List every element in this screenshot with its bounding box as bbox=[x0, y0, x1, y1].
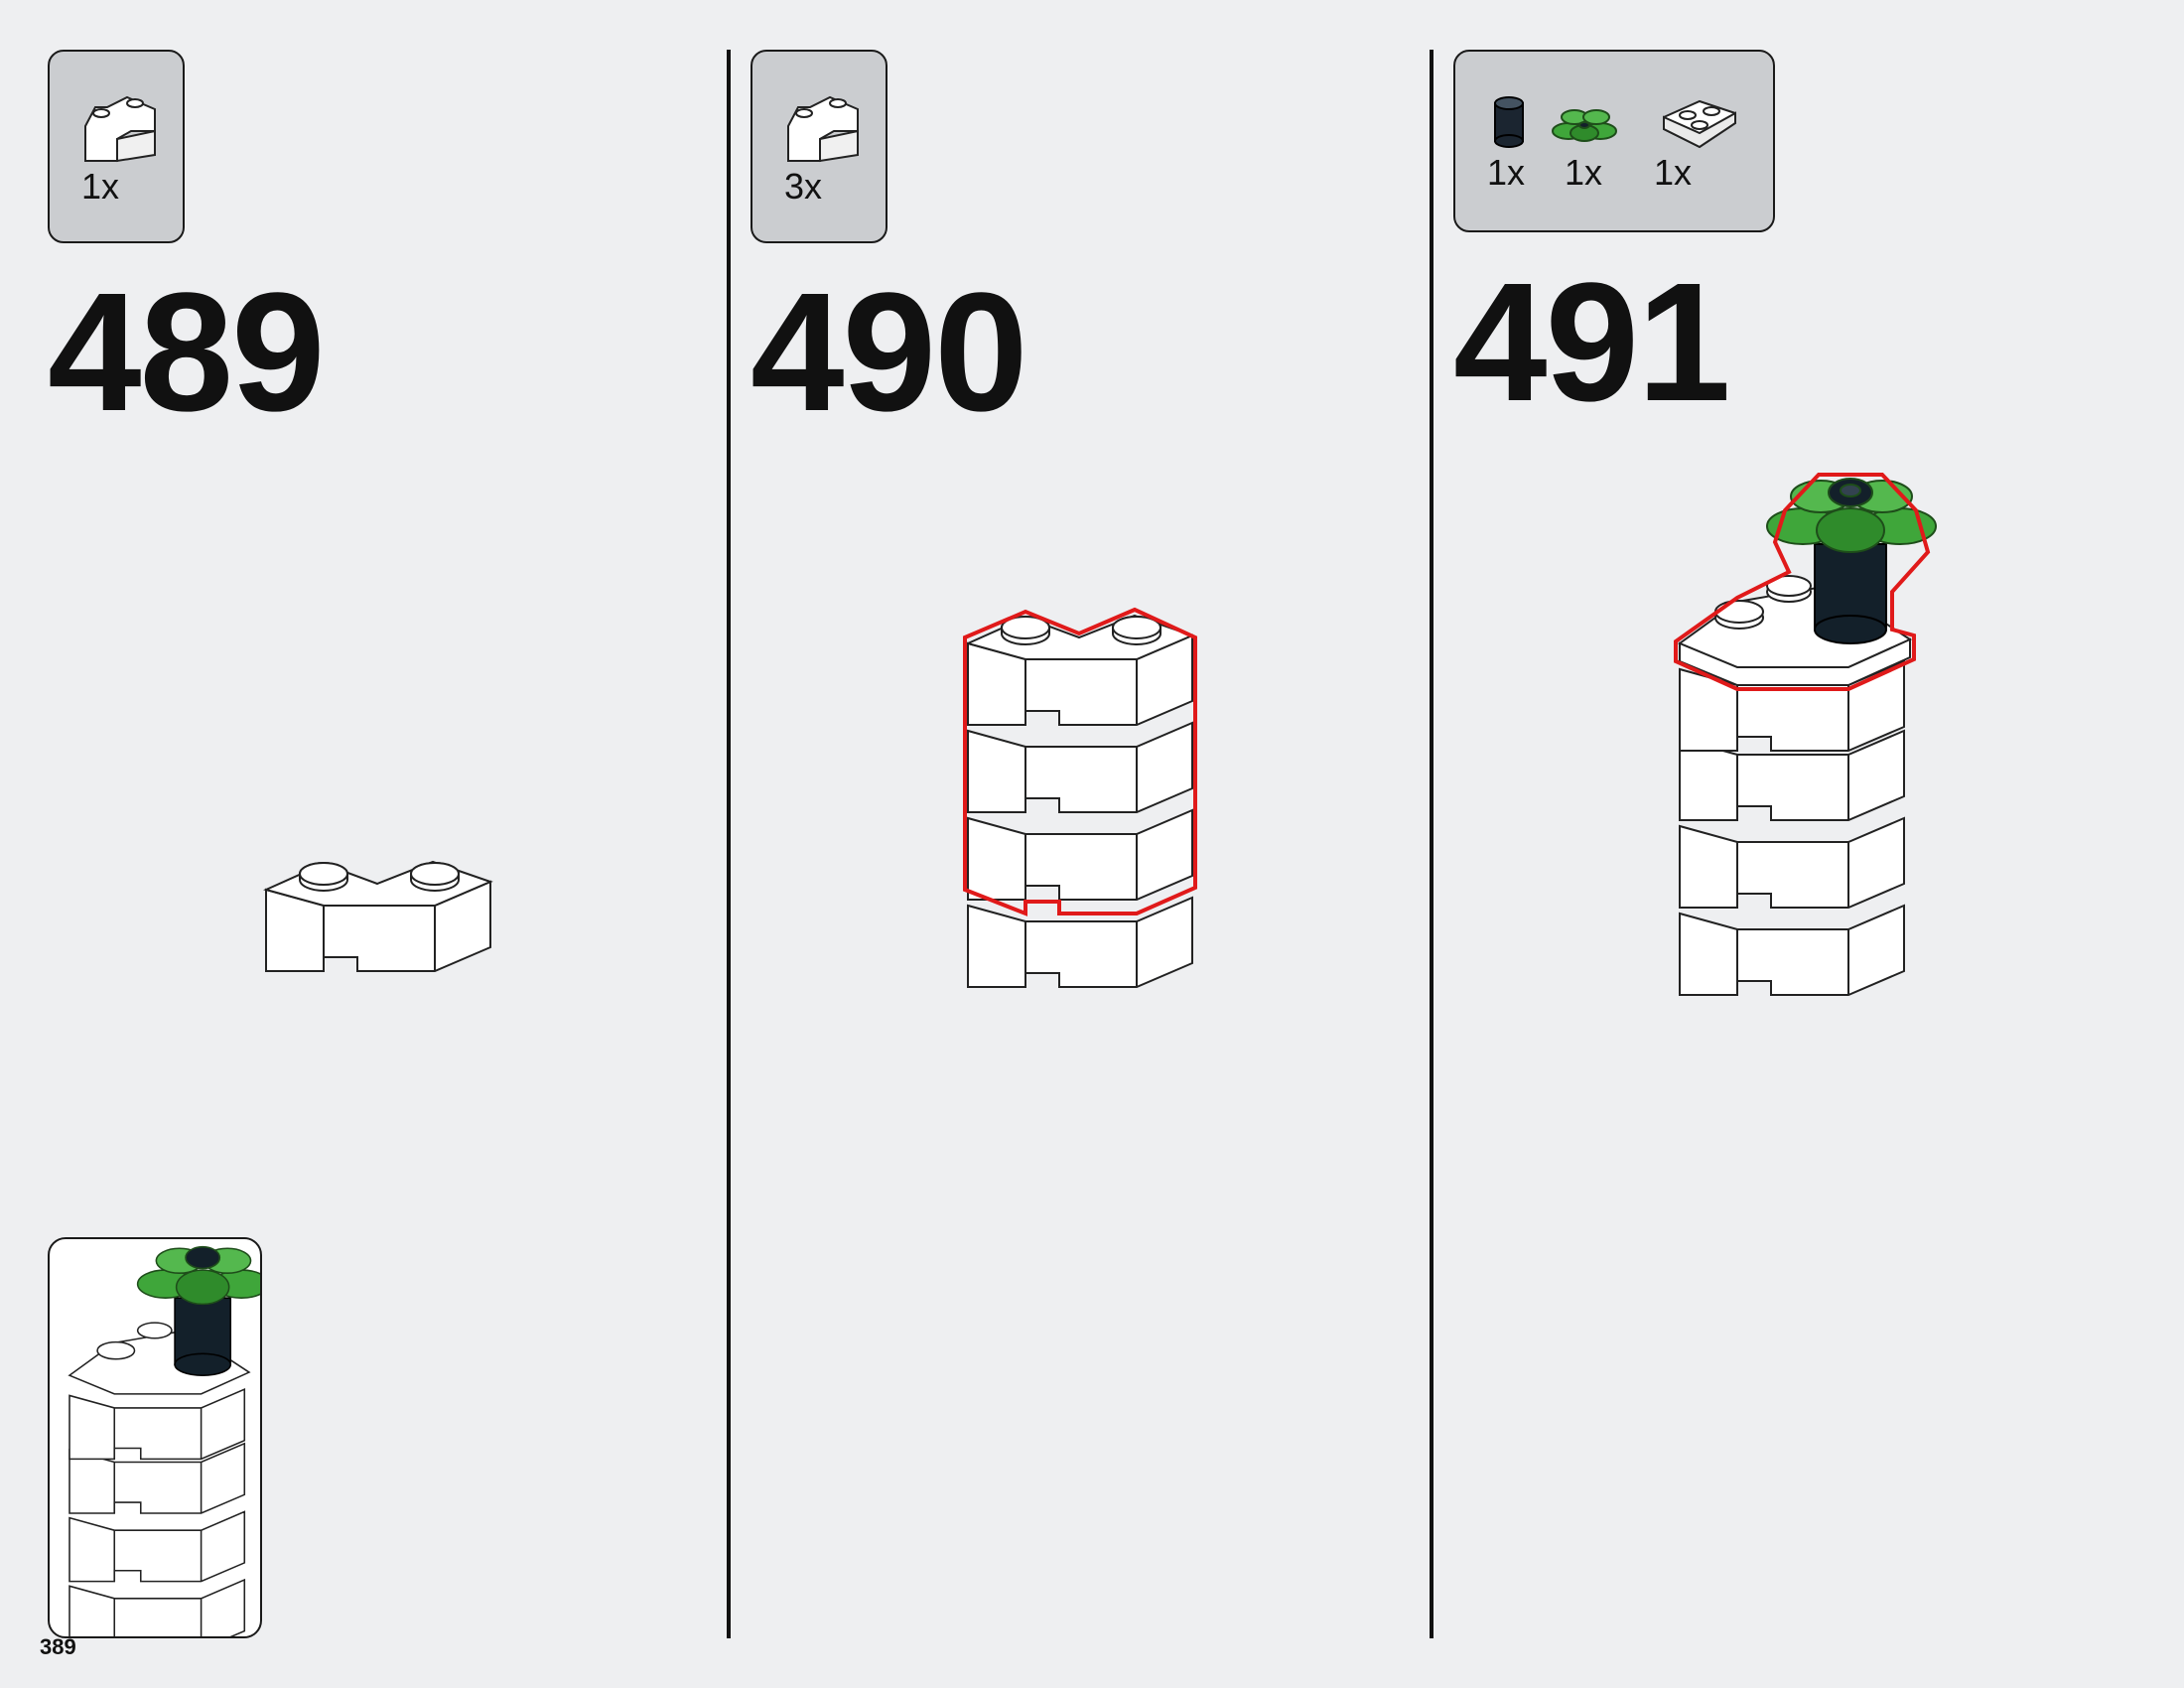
wedge-plate-icon bbox=[1663, 99, 1736, 149]
step-490-model bbox=[963, 607, 1197, 988]
new-parts-highlight bbox=[1674, 473, 1931, 691]
parts-callout-490: 3x bbox=[751, 50, 887, 243]
corner-brick-icon bbox=[787, 95, 859, 163]
completed-tower-icon bbox=[68, 1245, 260, 1636]
round-brick-icon bbox=[1494, 96, 1524, 148]
new-parts-highlight bbox=[963, 607, 1197, 916]
plant-leaves-icon bbox=[1552, 109, 1617, 142]
column-divider bbox=[1430, 50, 1433, 1638]
step-491-model bbox=[1674, 473, 1937, 996]
part-qty: 1x bbox=[1487, 152, 1526, 193]
subassembly-preview bbox=[48, 1237, 262, 1638]
page-number: 389 bbox=[40, 1634, 76, 1659]
step-number-489: 489 bbox=[48, 258, 326, 447]
part-qty: 1x bbox=[1654, 152, 1693, 193]
column-divider bbox=[727, 50, 731, 1638]
part-qty: 1x bbox=[1565, 152, 1603, 193]
plant-leaves bbox=[1766, 478, 1937, 553]
corner-brick-icon bbox=[84, 95, 156, 163]
step-489-model bbox=[265, 861, 491, 972]
part-qty: 1x bbox=[81, 166, 120, 207]
part-qty: 3x bbox=[784, 166, 823, 207]
step-number-491: 491 bbox=[1453, 248, 1731, 437]
parts-callout-491: 1x 1x 1x bbox=[1453, 50, 1775, 232]
parts-callout-489: 1x bbox=[48, 50, 185, 243]
step-number-490: 490 bbox=[751, 258, 1028, 447]
